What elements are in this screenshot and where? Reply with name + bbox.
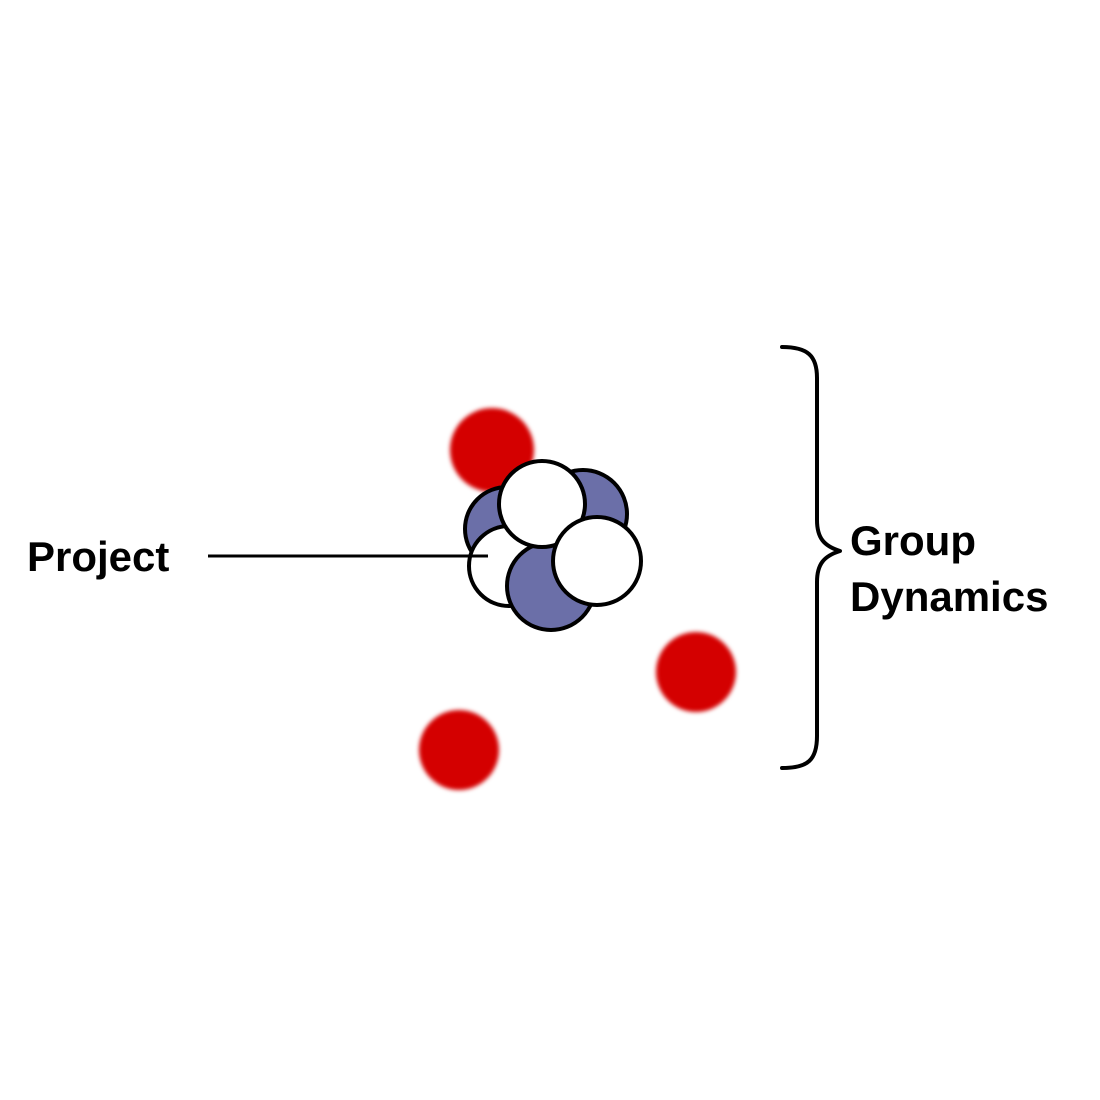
red-member-bottom: [419, 710, 499, 790]
project-cluster: [463, 459, 643, 632]
project-label: Project: [27, 533, 170, 580]
group-dynamics-label: Group Dynamics: [850, 513, 1048, 625]
red-member-right: [656, 632, 736, 712]
group-dynamics-label-line1: Group: [850, 517, 976, 564]
white-member-top: [497, 459, 587, 549]
group-dynamics-label-line2: Dynamics: [850, 573, 1049, 620]
right-curly-brace-icon: [780, 345, 842, 770]
white-member-right: [551, 515, 643, 607]
